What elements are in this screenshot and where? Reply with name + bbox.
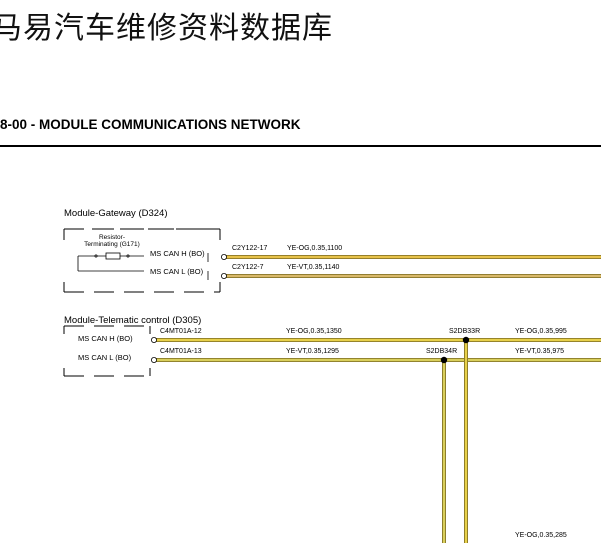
telematic-wires: C4MT01A-12 C4MT01A-13 YE-OG,0.35,1350 YE… — [150, 328, 601, 363]
gateway-conn-l: C2Y122-7 — [232, 264, 264, 271]
resistor-label-2: Terminating (G171) — [84, 241, 140, 248]
gateway-pin-can-l: MS CAN L (BO) — [150, 267, 204, 276]
gateway-pin-h-terminal — [220, 253, 227, 260]
splice-l-label: S2DB34R — [426, 348, 457, 355]
telematic-pin-can-l: MS CAN L (BO) — [78, 353, 132, 362]
watermark-title: 马易汽车维修资料数据库 — [0, 11, 333, 46]
telematic-module: Module-Telematic control (D305) MS CAN H… — [63, 315, 201, 377]
gateway-wires: C2Y122-17 C2Y122-7 YE-OG,0.35,1100 YE-VT… — [220, 245, 601, 279]
telematic-wire-h-label: YE-OG,0.35,1350 — [286, 328, 342, 335]
title-rule — [0, 145, 601, 147]
gateway-wire-h-label: YE-OG,0.35,1100 — [287, 245, 342, 252]
telematic-pin-l-terminal — [150, 356, 157, 363]
resistor-symbol — [105, 252, 121, 260]
telematic-pin-h-terminal — [150, 336, 157, 343]
resistor-label-1: Resistor- — [99, 234, 125, 241]
splice-h-label: S2DB33R — [449, 328, 480, 335]
telematic-conn-l: C4MT01A-13 — [160, 348, 202, 355]
splice-l-dot — [440, 356, 448, 364]
telematic-pin-can-h: MS CAN H (BO) — [78, 334, 133, 343]
splice-h-dot — [462, 336, 470, 344]
telematic-module-name: Module-Telematic control (D305) — [64, 315, 201, 326]
splice-down-h-label: YE-OG,0.35,285 — [515, 532, 567, 539]
gateway-conn-h: C2Y122-17 — [232, 245, 268, 252]
gateway-module: Module-Gateway (D324) Resistor- Terminat… — [63, 208, 221, 293]
gateway-wire-l-label: YE-VT,0.35,1140 — [287, 264, 340, 271]
telematic-conn-h: C4MT01A-12 — [160, 328, 202, 335]
gateway-pin-l-terminal — [220, 272, 227, 279]
splice-wires: S2DB33R S2DB34R YE-OG,0.35,995 YE-VT,0.3… — [426, 328, 567, 543]
splice-out-h-label: YE-OG,0.35,995 — [515, 328, 567, 335]
telematic-wire-l-label: YE-VT,0.35,1295 — [286, 348, 339, 355]
gateway-pin-can-h: MS CAN H (BO) — [150, 249, 205, 258]
gateway-module-name: Module-Gateway (D324) — [64, 208, 168, 219]
splice-out-l-label: YE-VT,0.35,975 — [515, 348, 564, 355]
section-title: 8-00 - MODULE COMMUNICATIONS NETWORK — [0, 117, 301, 132]
